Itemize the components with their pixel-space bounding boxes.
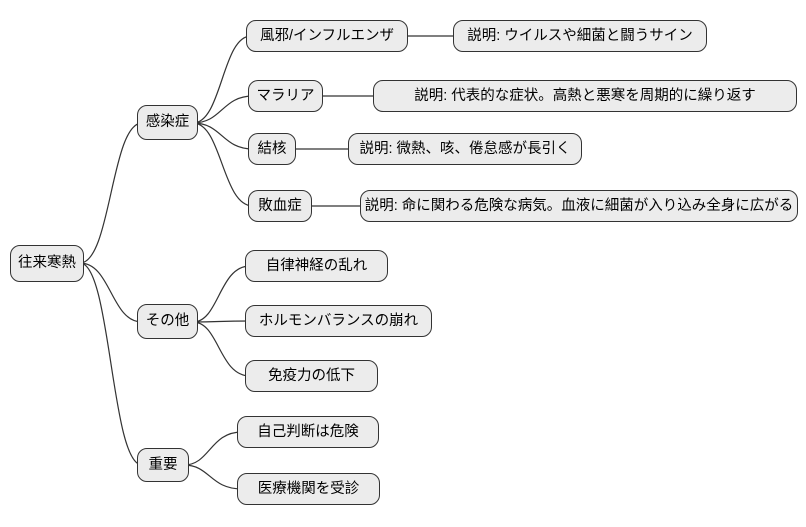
node-sepsis-description: 説明: 命に関わる危険な病気。血液に細菌が入り込み全身に広がる [360, 190, 798, 222]
node-branch-other: その他 [137, 304, 198, 339]
edge-root-important [79, 262, 143, 466]
edge-important-selfjudge [183, 431, 243, 466]
node-root: 往来寒熱 [10, 245, 84, 282]
node-immunity-decline: 免疫力の低下 [245, 360, 378, 392]
edge-root-other [79, 262, 143, 323]
edge-important-medical [183, 464, 243, 490]
node-tuberculosis: 結核 [248, 133, 296, 165]
node-autonomic-nerves: 自律神経の乱れ [245, 250, 388, 282]
node-malaria-description: 説明: 代表的な症状。高熱と悪寒を周期的に繰り返す [373, 80, 797, 112]
node-branch-important: 重要 [137, 448, 189, 482]
node-malaria: マラリア [248, 80, 323, 112]
node-branch-infection: 感染症 [137, 105, 198, 140]
node-hormone-balance: ホルモンバランスの崩れ [245, 305, 432, 337]
edge-root-infection [79, 122, 143, 264]
edge-infection-cold [192, 35, 252, 124]
node-see-doctor: 医療機関を受診 [237, 473, 380, 505]
edge-other-autonomic [192, 265, 251, 323]
edge-infection-tb [192, 122, 254, 150]
node-tuberculosis-description: 説明: 微熱、咳、倦怠感が長引く [348, 133, 582, 165]
node-self-judgement-danger: 自己判断は危険 [237, 416, 379, 448]
node-cold-flu-description: 説明: ウイルスや細菌と闘うサイン [453, 20, 707, 52]
node-cold-flu: 風邪/インフルエンザ [246, 20, 408, 52]
edge-other-immunity [192, 321, 251, 377]
edge-other-hormone [192, 320, 251, 323]
node-sepsis: 敗血症 [248, 190, 312, 222]
edge-infection-sepsis [192, 122, 254, 207]
edge-infection-malaria [192, 95, 254, 124]
